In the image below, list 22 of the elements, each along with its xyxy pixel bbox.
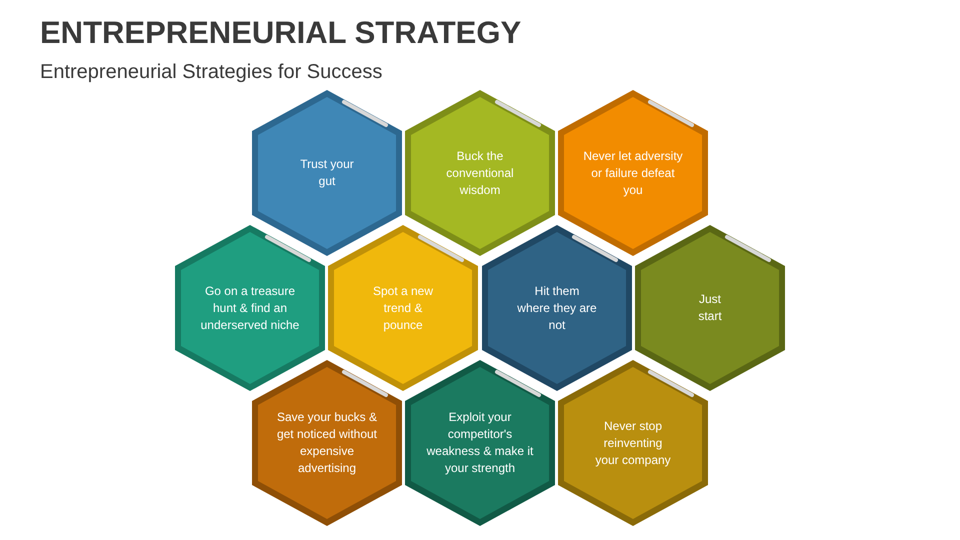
tile-text: Go on a treasure hunt & find an underserved niche (200, 282, 300, 334)
hexagon-tile (558, 90, 708, 256)
tile-text: Just start (697, 291, 723, 325)
tile-text: Exploit your competitor's weakness & make it your strength (426, 409, 534, 477)
tile-text: Trust your gut (299, 156, 355, 190)
hexagon-tile (558, 360, 708, 526)
hexagon-tile (252, 360, 402, 526)
tile-text: Buck the conventional wisdom (445, 148, 515, 198)
hexagon-tile (252, 90, 402, 256)
hexagon-tile (482, 225, 632, 391)
subtitle: Entrepreneurial Strategies for Success (40, 60, 382, 85)
hexagon-tile (405, 360, 555, 526)
hexagon-tile (635, 225, 785, 391)
tile-text: Hit them where they are not (517, 282, 597, 334)
hexagon-tile (405, 90, 555, 256)
hexagon-tile (175, 225, 325, 391)
tile-text: Spot a new trend & pounce (372, 282, 434, 334)
tile-text: Never stop reinventing your company (594, 418, 672, 468)
tile-text: Save your bucks & get noticed without expensive advertising (276, 409, 378, 477)
hexagon-tile (328, 225, 478, 391)
tile-text: Never let adversity or failure defeat you (582, 148, 684, 198)
title: ENTREPRENEURIAL STRATEGY (40, 14, 522, 52)
